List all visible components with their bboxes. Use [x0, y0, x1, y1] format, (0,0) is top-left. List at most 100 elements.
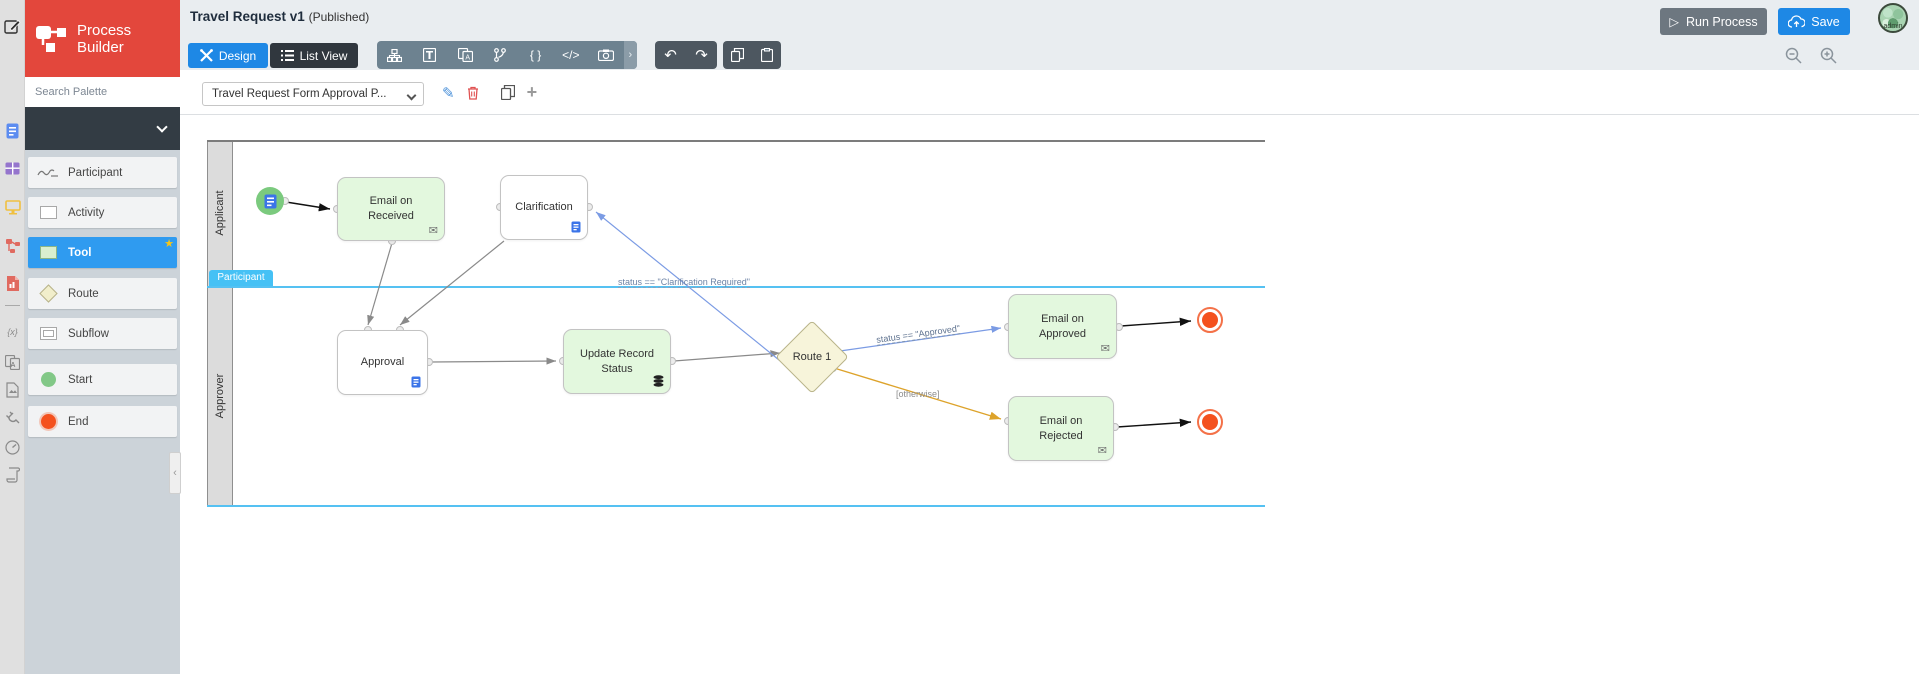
- palette-item-tool[interactable]: Tool ★: [28, 237, 177, 268]
- node-clarification[interactable]: Clarification: [500, 175, 588, 240]
- form-icon: [264, 194, 276, 208]
- translate-icon[interactable]: A: [0, 354, 25, 375]
- process-sub-toolbar: Travel Request Form Approval P... ✎ +: [180, 70, 1919, 115]
- logo-line2: Builder: [77, 38, 124, 56]
- git-branch-icon[interactable]: [483, 41, 518, 69]
- palette-item-subflow[interactable]: Subflow: [28, 318, 177, 349]
- palette-item-label: Start: [68, 373, 93, 386]
- favorite-star-icon[interactable]: ★: [164, 238, 174, 250]
- chevron-down-icon: [156, 121, 168, 133]
- start-icon: [28, 372, 68, 387]
- process-name: Travel Request v1: [190, 9, 305, 24]
- canvas-zoom-controls: [1785, 47, 1837, 64]
- lane-label-applicant[interactable]: Applicant: [214, 190, 226, 236]
- edge-label-clarification-condition: status == "Clarification Required": [618, 277, 750, 288]
- node-label: Email on Approved: [1038, 312, 1087, 340]
- save-label: Save: [1811, 14, 1840, 29]
- redo-icon[interactable]: ↷: [695, 47, 708, 64]
- participant-icon: [28, 168, 68, 178]
- design-tools-icon: [199, 49, 213, 62]
- palette-category-dropdown[interactable]: [25, 107, 180, 150]
- clipboard-group: [723, 41, 781, 69]
- palette-item-label: Activity: [68, 206, 105, 219]
- node-email-on-received[interactable]: Email on Received ✉: [337, 177, 445, 241]
- node-label: Clarification: [515, 201, 573, 213]
- xml-code-icon[interactable]: </>: [562, 48, 580, 62]
- node-label: Update Record Status: [580, 347, 654, 375]
- userview-monitor-icon[interactable]: [0, 200, 25, 220]
- cloud-upload-icon: [1788, 15, 1806, 28]
- design-canvas[interactable]: [180, 115, 1919, 674]
- run-process-label: Run Process: [1686, 14, 1758, 29]
- lane-label-approver[interactable]: Approver: [214, 373, 226, 419]
- zoom-in-icon[interactable]: [1820, 47, 1837, 64]
- play-icon: ▷: [1669, 15, 1680, 29]
- edit-process-icon[interactable]: ✎: [442, 84, 455, 102]
- save-button[interactable]: Save: [1778, 8, 1850, 35]
- palette-collapse-handle[interactable]: ‹: [169, 452, 181, 494]
- end-event-node-approved[interactable]: [1197, 307, 1223, 333]
- delete-process-icon[interactable]: [467, 86, 479, 100]
- palette-item-end[interactable]: End: [28, 406, 177, 437]
- palette-item-route[interactable]: Route: [28, 278, 177, 309]
- report-doc-icon[interactable]: [0, 275, 25, 297]
- add-process-icon[interactable]: +: [526, 82, 538, 102]
- process-select[interactable]: Travel Request Form Approval P...: [202, 82, 424, 106]
- tab-list-view-label: List View: [299, 48, 348, 63]
- toolbar-more-chevron-icon[interactable]: ›: [623, 41, 637, 69]
- email-icon: ✉: [1097, 445, 1107, 457]
- avatar-username: admin: [1883, 23, 1903, 30]
- route-icon: [28, 284, 68, 303]
- palette-item-activity[interactable]: Activity: [28, 197, 177, 228]
- duplicate-process-icon[interactable]: [500, 85, 515, 100]
- hash-variable-icon[interactable]: {x}: [7, 327, 18, 337]
- chevron-down-icon: [406, 90, 417, 101]
- node-email-on-rejected[interactable]: Email on Rejected ✉: [1008, 396, 1114, 461]
- end-event-node-rejected[interactable]: [1197, 409, 1223, 435]
- form-activity-icon: [571, 221, 581, 236]
- form-activity-icon: [411, 376, 421, 391]
- run-process-button[interactable]: ▷ Run Process: [1660, 8, 1767, 35]
- node-update-record-status[interactable]: Update Record Status: [563, 329, 671, 394]
- mapping-translate-icon[interactable]: A: [447, 41, 482, 69]
- plugin-icon[interactable]: [0, 410, 25, 431]
- process-flow-icon[interactable]: [0, 238, 25, 260]
- json-braces-icon[interactable]: { }: [529, 48, 542, 62]
- header-bar: Travel Request v1 (Published) Design Lis…: [180, 0, 1919, 70]
- palette-item-label: Tool: [68, 246, 92, 259]
- node-approval[interactable]: Approval: [337, 330, 428, 395]
- avatar[interactable]: admin: [1878, 3, 1908, 33]
- palette-item-participant[interactable]: Participant: [28, 157, 177, 188]
- palette-item-label: End: [68, 415, 89, 428]
- tab-design[interactable]: Design: [188, 43, 268, 68]
- mapping-form-icon[interactable]: [412, 41, 447, 69]
- palette-search-input[interactable]: [25, 77, 180, 107]
- form-doc-icon[interactable]: [0, 123, 25, 144]
- compose-icon[interactable]: [0, 18, 25, 40]
- paste-icon[interactable]: [752, 41, 781, 69]
- log-scroll-icon[interactable]: [0, 467, 25, 488]
- activity-icon: [28, 206, 68, 219]
- zoom-out-icon[interactable]: [1785, 47, 1802, 64]
- tab-list-view[interactable]: List View: [270, 43, 358, 68]
- datalist-grid-icon[interactable]: [0, 162, 25, 180]
- undo-icon[interactable]: ↶: [664, 47, 677, 64]
- node-label: Approval: [360, 356, 405, 368]
- organization-chart-icon[interactable]: [377, 41, 412, 69]
- pool-tab-participant[interactable]: Participant: [209, 270, 273, 286]
- monitor-gauge-icon[interactable]: [0, 440, 25, 460]
- svg-text:A: A: [11, 362, 16, 369]
- logo-line1: Process: [77, 21, 132, 39]
- start-event-node[interactable]: [256, 187, 284, 215]
- media-doc-icon[interactable]: [0, 382, 25, 403]
- copy-icon[interactable]: [723, 41, 752, 69]
- email-icon: ✉: [428, 225, 438, 237]
- palette-item-start[interactable]: Start: [28, 364, 177, 395]
- node-label: Email on Received: [368, 195, 414, 222]
- tool-icon: [28, 246, 68, 259]
- end-icon: [28, 414, 68, 429]
- screenshot-camera-icon[interactable]: [588, 41, 623, 69]
- node-email-on-approved[interactable]: Email on Approved ✉: [1008, 294, 1117, 359]
